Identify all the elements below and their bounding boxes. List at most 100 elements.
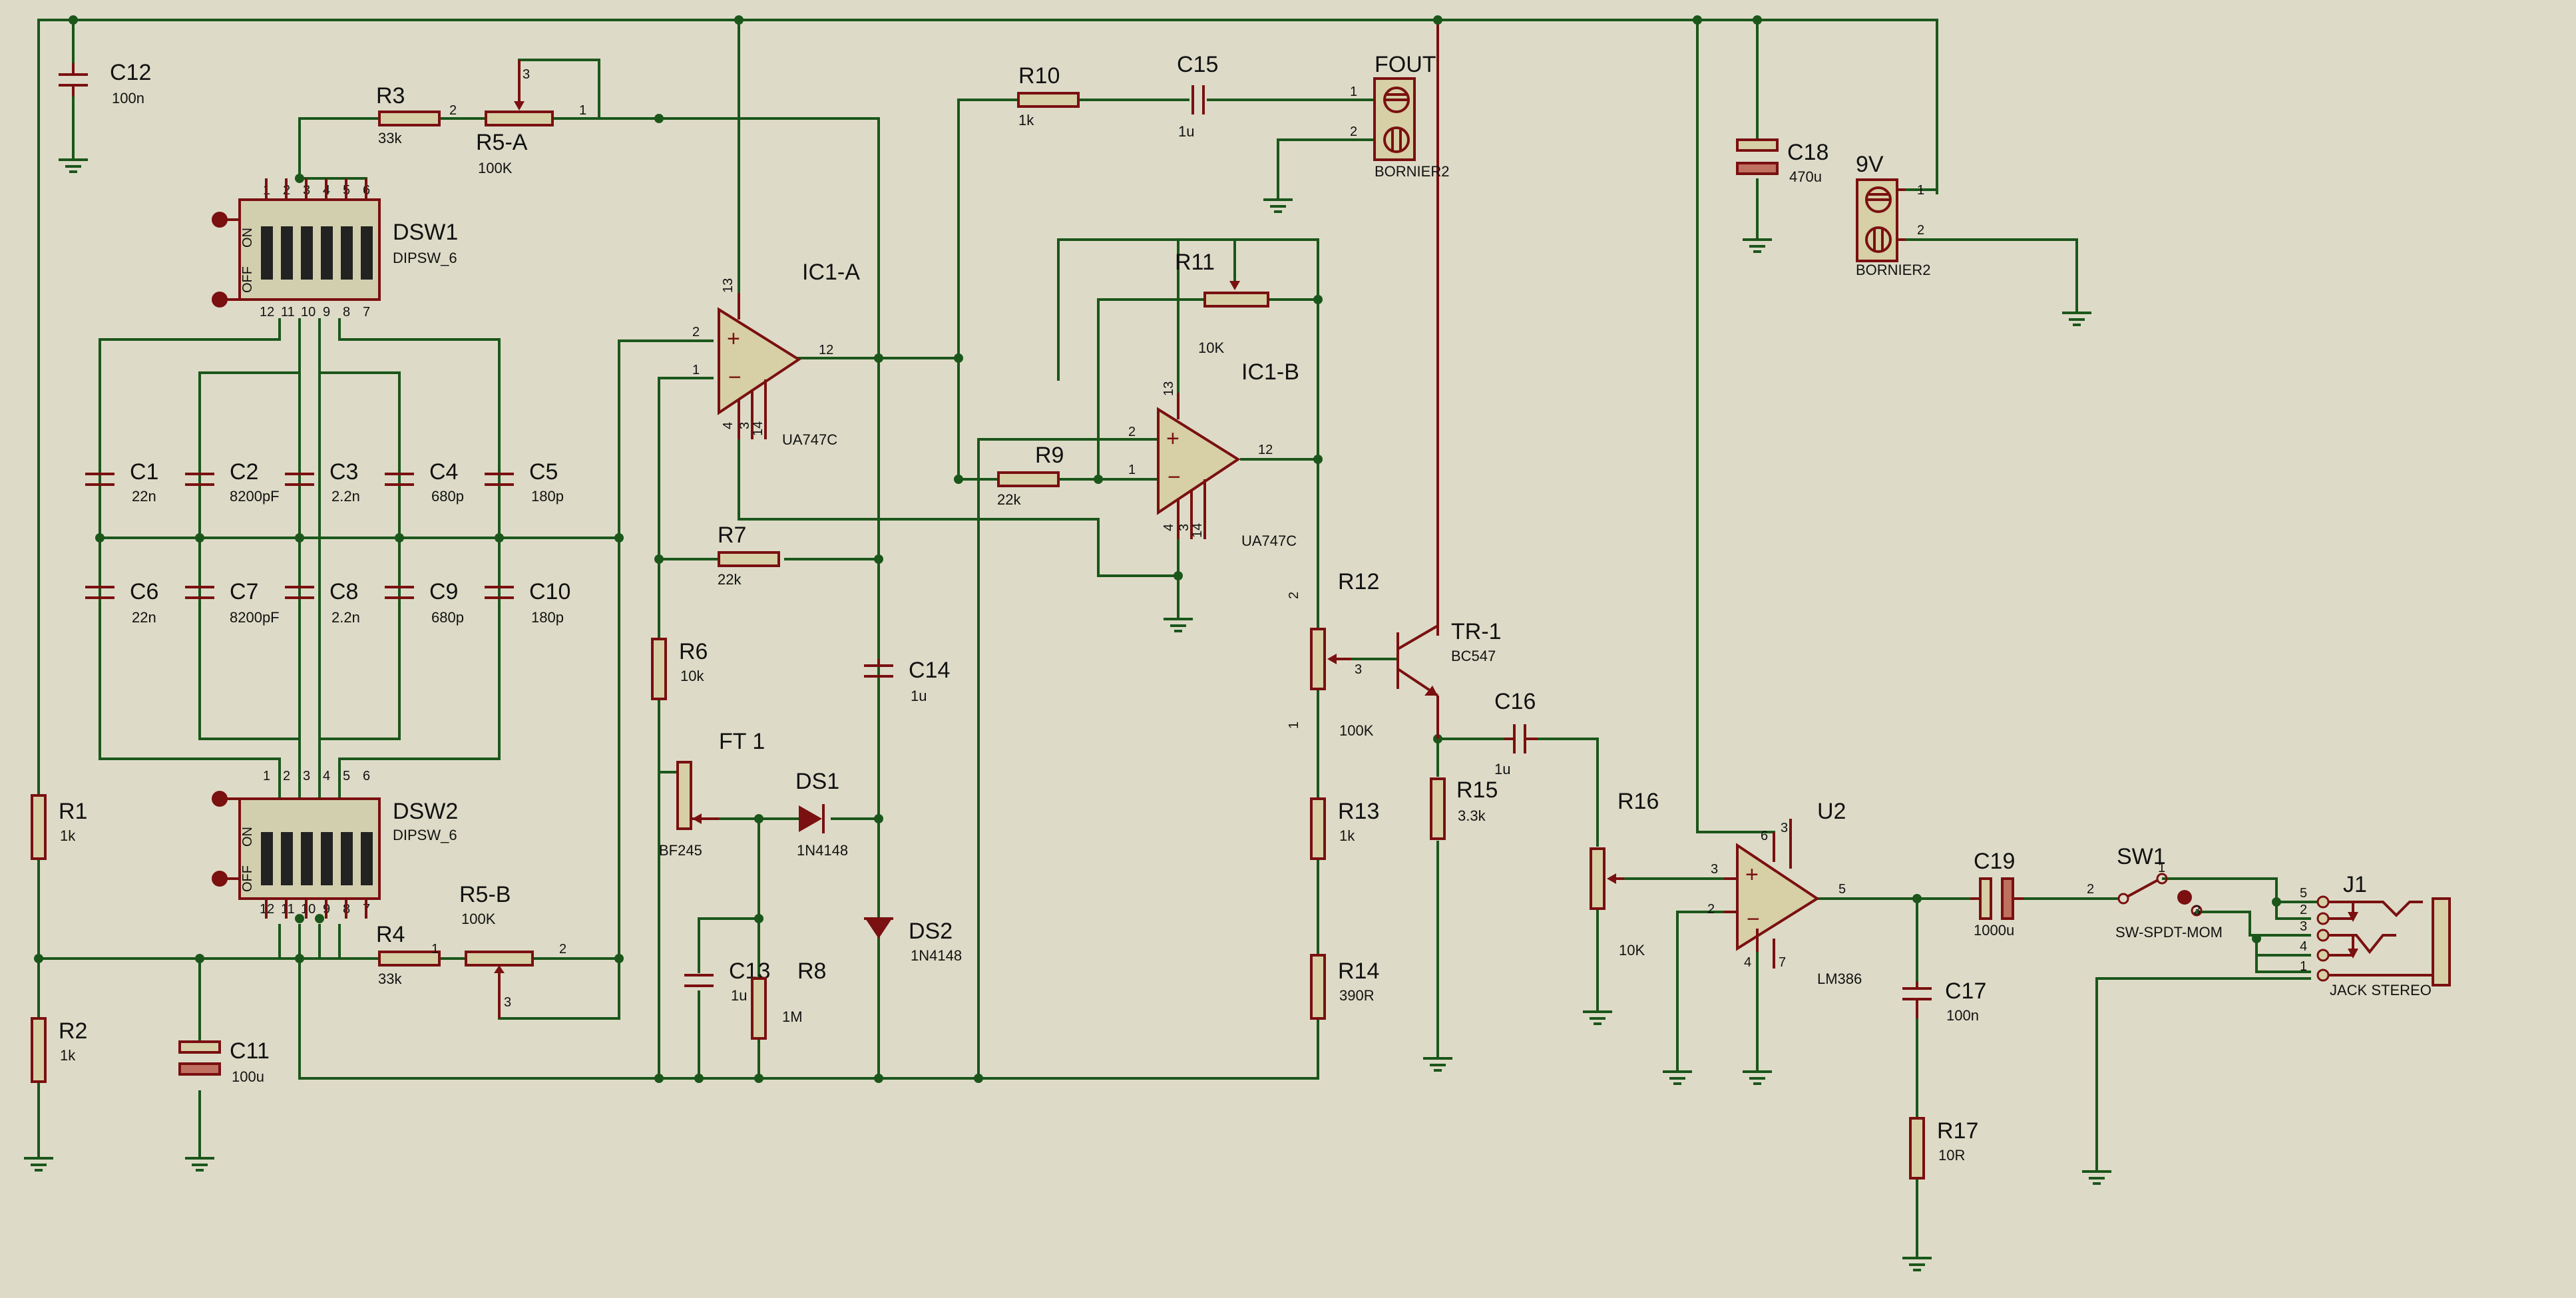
svg-text:2: 2 — [1707, 902, 1715, 917]
component-r17[interactable]: R17 10R — [1909, 1117, 1978, 1180]
component-u2[interactable]: + − U2 LM386 3 2 5 6 3 4 7 — [1707, 799, 1862, 987]
ref-label: C4 — [429, 459, 458, 485]
ref-label: R17 — [1937, 1118, 1978, 1144]
svg-text:OFF: OFF — [240, 266, 255, 293]
component-r2[interactable]: R2 1k — [31, 1017, 87, 1083]
value-label: 1k — [60, 1047, 76, 1064]
component-c3[interactable]: C3 2.2n — [285, 459, 360, 505]
component-c4[interactable]: C4 680p — [385, 459, 464, 505]
ref-label: C18 — [1787, 140, 1828, 165]
component-ft1[interactable]: FT 1 BF245 — [659, 729, 765, 859]
component-c6[interactable]: C6 22n — [85, 579, 158, 626]
ref-label: R6 — [679, 639, 708, 664]
component-r7[interactable]: R7 22k — [718, 523, 780, 588]
component-fout[interactable]: FOUT BORNIER2 1 2 — [1350, 52, 1449, 180]
component-r10[interactable]: R10 1k — [1017, 63, 1080, 128]
component-r13[interactable]: R13 1k — [1310, 797, 1379, 860]
component-c14[interactable]: C14 1u — [864, 658, 950, 704]
component-c11[interactable]: C11 100u — [178, 1038, 270, 1085]
svg-text:12: 12 — [1258, 443, 1273, 457]
svg-text:4: 4 — [1162, 524, 1176, 531]
component-ds2[interactable]: DS2 1N4148 — [864, 917, 962, 964]
component-tr1[interactable]: TR-1 BC547 — [1396, 619, 1502, 739]
component-ic1b[interactable]: + − IC1-B UA747C 2 1 12 13 4 3 14 — [1128, 359, 1299, 549]
ref-label: R12 — [1338, 569, 1379, 594]
svg-text:+: + — [1166, 426, 1180, 451]
value-label: 680p — [431, 488, 464, 505]
component-r5b[interactable]: R5-B 100K 2 3 — [459, 882, 566, 1018]
component-r16[interactable]: R16 10K — [1590, 789, 1659, 959]
component-c1[interactable]: C1 22n — [85, 459, 158, 505]
component-c19[interactable]: C19 1000u — [1970, 849, 2024, 939]
component-r15[interactable]: R15 3.3k — [1430, 777, 1498, 840]
component-j1[interactable]: J1 JACK STEREO 5 2 3 4 1 — [2300, 872, 2451, 998]
ref-label: C8 — [329, 579, 358, 604]
component-r1[interactable]: R1 1k — [31, 794, 87, 860]
component-c17[interactable]: C17 100n — [1902, 978, 1986, 1024]
ref-label: R13 — [1338, 799, 1379, 824]
component-r11[interactable]: R11 10K — [1175, 250, 1269, 356]
component-c5[interactable]: C5 180p — [485, 459, 564, 505]
component-r9[interactable]: R9 22k — [997, 443, 1064, 508]
ground-icon — [1583, 1010, 1612, 1025]
ref-label: R7 — [718, 523, 746, 548]
component-c16[interactable]: C16 1u — [1494, 689, 1538, 777]
component-r12[interactable]: R12 100K 2 3 1 — [1287, 569, 1379, 739]
ground-icon — [1423, 1057, 1452, 1072]
value-label: SW-SPDT-MOM — [2115, 924, 2223, 941]
component-r6[interactable]: R6 10k — [651, 638, 708, 700]
svg-text:1: 1 — [579, 103, 586, 118]
component-c2[interactable]: C2 8200pF — [185, 459, 280, 505]
value-label: 680p — [431, 609, 464, 626]
value-label: 33k — [378, 130, 402, 146]
dip-levers — [261, 832, 373, 885]
component-c8[interactable]: C8 2.2n — [285, 579, 360, 626]
svg-text:14: 14 — [1190, 523, 1205, 538]
component-c10[interactable]: C10 180p — [485, 579, 570, 626]
component-c9[interactable]: C9 680p — [385, 579, 464, 626]
component-c18[interactable]: C18 470u — [1736, 138, 1828, 185]
component-battery-terminal[interactable]: 9V BORNIER2 1 2 — [1856, 152, 1930, 278]
component-r8[interactable]: R8 1M — [751, 959, 826, 1040]
svg-text:3: 3 — [2300, 919, 2307, 934]
svg-text:4: 4 — [1744, 955, 1751, 970]
component-r4[interactable]: R4 33k 1 — [376, 922, 441, 987]
ref-label: DSW2 — [393, 799, 458, 824]
component-c15[interactable]: C15 1u — [1177, 52, 1218, 140]
component-r5a[interactable]: R5-A 100K 3 1 — [476, 60, 586, 176]
svg-text:3: 3 — [1781, 821, 1788, 835]
value-label: 390R — [1339, 987, 1375, 1004]
svg-text:2: 2 — [692, 325, 700, 339]
dip-levers — [261, 226, 373, 280]
junction-dots — [34, 15, 2281, 1083]
component-ic1a[interactable]: + − IC1-A UA747C 2 1 12 13 4 3 14 — [692, 260, 860, 448]
ref-label: R9 — [1035, 443, 1064, 468]
ground-icon — [1663, 1070, 1692, 1085]
component-r14[interactable]: R14 390R — [1310, 954, 1379, 1020]
svg-text:6: 6 — [1761, 829, 1768, 843]
component-r3[interactable]: R3 33k 2 — [376, 83, 457, 146]
ref-label: SW1 — [2117, 844, 2166, 869]
svg-text:3: 3 — [1177, 524, 1191, 531]
svg-text:12: 12 — [819, 343, 833, 357]
svg-text:2: 2 — [2087, 882, 2094, 897]
component-dsw1[interactable]: ON OFF DSW1 DIPSW_6 1 2 3 4 5 6 12 11 10… — [212, 178, 458, 320]
svg-text:3: 3 — [504, 995, 511, 1010]
value-label: 180p — [531, 609, 564, 626]
svg-text:1: 1 — [1350, 85, 1357, 99]
component-c7[interactable]: C7 8200pF — [185, 579, 280, 626]
component-c12[interactable]: C12 100n — [59, 60, 151, 107]
svg-text:5: 5 — [2300, 886, 2307, 901]
svg-text:1: 1 — [2158, 861, 2165, 875]
svg-text:14: 14 — [751, 421, 765, 436]
svg-text:−: − — [1747, 907, 1760, 932]
ref-label: C19 — [1974, 849, 2015, 874]
value-label: 1u — [911, 688, 927, 704]
ground-icon — [2062, 312, 2091, 326]
component-sw1[interactable]: SW1 SW-SPDT-MOM 2 1 3 — [2087, 844, 2223, 941]
svg-text:3: 3 — [523, 67, 530, 82]
component-ds1[interactable]: DS1 1N4148 — [795, 769, 848, 859]
component-dsw2[interactable]: ON OFF DSW2 DIPSW_6 1 2 3 4 5 6 12 11 10… — [212, 769, 458, 919]
value-label: BC547 — [1451, 648, 1496, 664]
